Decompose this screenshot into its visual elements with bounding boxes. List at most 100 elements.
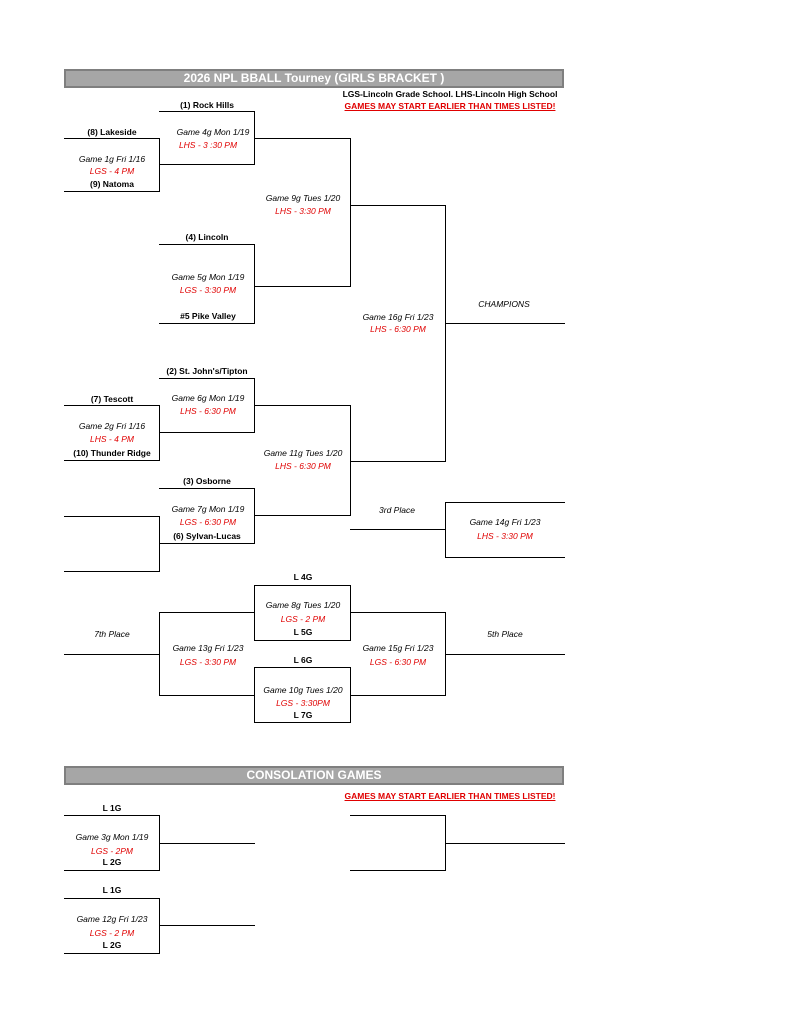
game-7-location: LGS - 6:30 PM	[179, 517, 237, 527]
game-8-location: LGS - 2 PM	[280, 614, 326, 624]
game-2-name: Game 2g Fri 1/16	[78, 421, 146, 431]
game-6-name: Game 6g Mon 1/19	[171, 393, 245, 403]
game-12-location: LGS - 2 PM	[89, 928, 135, 938]
bracket-line	[254, 722, 351, 723]
game-2-location: LHS - 4 PM	[90, 434, 134, 444]
bracket-line	[350, 815, 446, 816]
bracket-line	[254, 515, 351, 516]
bracket-line	[64, 460, 160, 461]
champions-label: CHAMPIONS	[478, 299, 530, 309]
bracket-line	[445, 502, 565, 503]
team-tescott: (7) Tescott	[90, 394, 134, 404]
game-15-name: Game 15g Fri 1/23	[362, 643, 434, 653]
bracket-line	[64, 898, 160, 899]
team-osborne: (3) Osborne	[183, 476, 231, 486]
team-st-johns-tipton: (2) St. John's/Tipton	[166, 366, 248, 376]
bracket-line	[159, 925, 255, 926]
bracket-line	[159, 516, 160, 572]
bracket-line	[254, 405, 351, 406]
bracket-line	[445, 557, 565, 558]
game-7-name: Game 7g Mon 1/19	[171, 504, 245, 514]
game-5-name: Game 5g Mon 1/19	[171, 272, 245, 282]
bracket-line	[254, 640, 351, 641]
bracket-line	[64, 191, 160, 192]
team-pike-valley: #5 Pike Valley	[180, 311, 236, 321]
bracket-line	[159, 111, 255, 112]
team-lakeside: (8) Lakeside	[87, 127, 137, 137]
game-13-location: LGS - 3:30 PM	[179, 657, 237, 667]
loser-2g-a: L 2G	[102, 857, 122, 867]
game-9-location: LHS - 3:30 PM	[275, 206, 331, 216]
consolation-warning: GAMES MAY START EARLIER THAN TIMES LISTE…	[344, 791, 556, 801]
game-3-name: Game 3g Mon 1/19	[75, 832, 149, 842]
consolation-title: CONSOLATION GAMES	[64, 766, 564, 785]
loser-4g: L 4G	[293, 572, 313, 582]
game-10-name: Game 10g Tues 1/20	[263, 685, 343, 695]
bracket-line	[254, 585, 351, 586]
bracket-line	[350, 612, 446, 613]
game-3-location: LGS - 2PM	[90, 846, 134, 856]
game-11-location: LHS - 6:30 PM	[275, 461, 331, 471]
bracket-line	[159, 488, 255, 489]
bracket-line	[64, 815, 160, 816]
bracket-line	[350, 138, 351, 287]
team-natoma: (9) Natoma	[90, 179, 134, 189]
bracket-line	[350, 585, 351, 641]
game-16-name: Game 16g Fri 1/23	[362, 312, 434, 322]
bracket-line	[254, 244, 255, 324]
team-sylvan-lucas: (6) Sylvan-Lucas	[173, 531, 241, 541]
bracket-line	[159, 843, 255, 844]
game-4-name: Game 4g Mon 1/19	[176, 127, 250, 137]
bracket-line	[64, 870, 160, 871]
bracket-line	[64, 571, 160, 572]
loser-6g: L 6G	[293, 655, 313, 665]
bracket-line	[159, 244, 255, 245]
bracket-line	[159, 138, 160, 192]
bracket-line	[64, 405, 160, 406]
loser-1g-b: L 1G	[102, 885, 122, 895]
game-14-name: Game 14g Fri 1/23	[469, 517, 541, 527]
game-6-location: LHS - 6:30 PM	[180, 406, 236, 416]
team-thunder-ridge: (10) Thunder Ridge	[73, 448, 151, 458]
loser-1g-a: L 1G	[102, 803, 122, 813]
bracket-line	[64, 953, 160, 954]
loser-2g-b: L 2G	[102, 940, 122, 950]
bracket-line	[64, 654, 160, 655]
bracket-line	[254, 138, 351, 139]
game-12-name: Game 12g Fri 1/23	[76, 914, 148, 924]
game-10-location: LGS - 3:30PM	[276, 698, 330, 708]
game-1-name: Game 1g Fri 1/16	[78, 154, 146, 164]
bracket-line	[350, 205, 446, 206]
game-5-location: LGS - 3:30 PM	[179, 285, 237, 295]
bracket-line	[159, 432, 255, 433]
bracket-line	[350, 695, 446, 696]
loser-5g: L 5G	[293, 627, 313, 637]
bracket-line	[64, 138, 160, 139]
bracket-line	[159, 378, 255, 379]
bracket-line	[350, 461, 446, 462]
bracket-line	[159, 323, 255, 324]
bracket-line	[159, 543, 255, 544]
start-time-warning: GAMES MAY START EARLIER THAN TIMES LISTE…	[344, 101, 556, 111]
game-1-location: LGS - 4 PM	[89, 166, 135, 176]
game-4-location: LHS - 3 :30 PM	[178, 140, 238, 150]
bracket-title: 2026 NPL BBALL Tourney (GIRLS BRACKET )	[64, 69, 564, 88]
bracket-line	[159, 164, 255, 165]
bracket-line	[350, 870, 446, 871]
bracket-line	[445, 502, 446, 558]
bracket-line	[254, 667, 351, 668]
third-place-label: 3rd Place	[379, 505, 415, 515]
game-13-name: Game 13g Fri 1/23	[172, 643, 244, 653]
team-rock-hills: (1) Rock Hills	[180, 100, 234, 110]
game-11-name: Game 11g Tues 1/20	[263, 448, 343, 458]
bracket-line	[254, 286, 351, 287]
seventh-place-label: 7th Place	[94, 629, 130, 639]
bracket-line	[445, 205, 446, 462]
bracket-line	[159, 898, 160, 954]
bracket-line	[350, 529, 446, 530]
bracket-line	[64, 516, 160, 517]
bracket-line	[159, 695, 255, 696]
loser-7g: L 7G	[293, 710, 313, 720]
game-16-location: LHS - 6:30 PM	[370, 324, 426, 334]
bracket-line	[159, 612, 255, 613]
